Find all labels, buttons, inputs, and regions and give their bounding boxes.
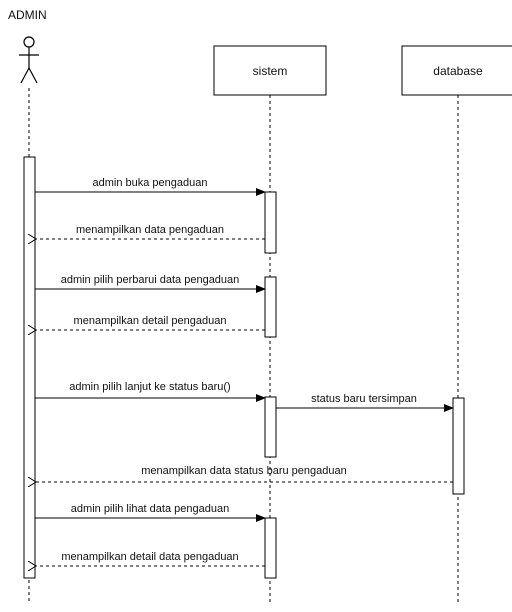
database-activation-bar: [452, 397, 465, 495]
message-label-5: admin pilih lanjut ke status baru(): [69, 381, 230, 393]
sistem-activation-bar-3: [264, 396, 277, 458]
participant-sistem-label: sistem: [253, 64, 288, 78]
participant-database-label: database: [433, 64, 483, 78]
message-label-7: menampilkan data status baru pengaduan: [141, 465, 346, 477]
sistem-activation-bar-1: [264, 191, 277, 254]
participant-database-box: [401, 45, 512, 96]
message-label-4: menampilkan detail pengaduan: [74, 315, 227, 327]
message-label-8: admin pilih lihat data pengaduan: [71, 503, 229, 515]
sistem-activation-bar-4: [264, 517, 277, 579]
actor-icon: [19, 36, 39, 84]
sistem-activation-bar-2: [264, 276, 277, 338]
message-label-1: admin buka pengaduan: [93, 177, 208, 189]
actor-activation-bar: [23, 156, 36, 579]
message-label-2: menampilkan data pengaduan: [76, 224, 224, 236]
participant-sistem-box: [213, 45, 327, 96]
message-label-6: status baru tersimpan: [311, 393, 417, 405]
actor-label: ADMIN: [8, 8, 47, 22]
message-label-3: admin pilih perbarui data pengaduan: [61, 274, 240, 286]
message-label-9: menampilkan detail data pengaduan: [61, 551, 238, 563]
